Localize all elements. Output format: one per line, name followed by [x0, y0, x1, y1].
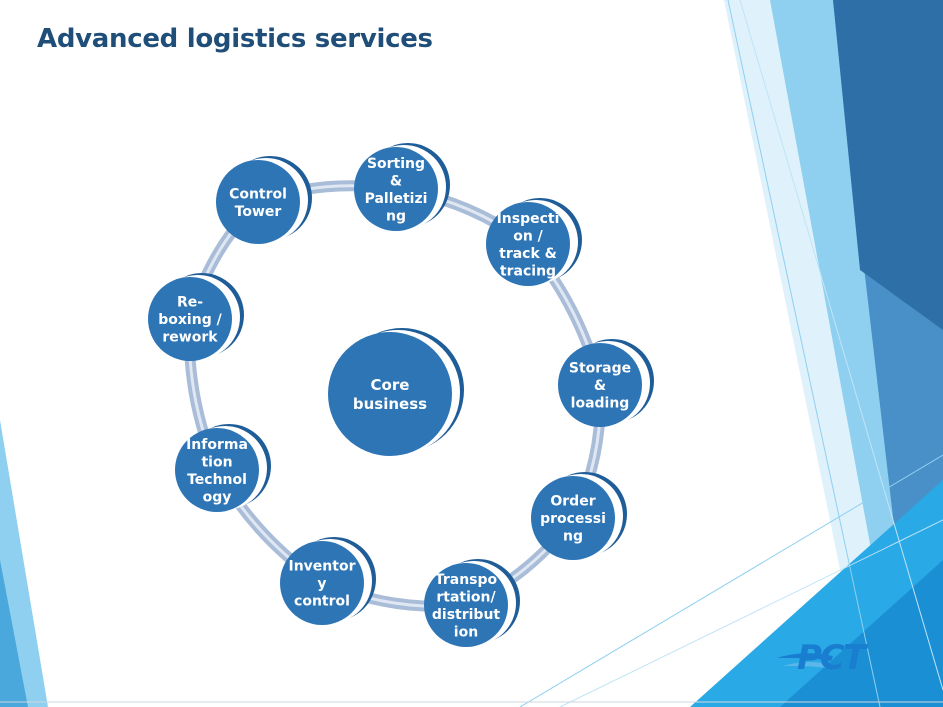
logo-text: PCT: [797, 638, 866, 678]
node-label-line: ion: [454, 624, 478, 640]
node-circle: [328, 332, 452, 456]
node-label-line: Re-: [177, 295, 203, 311]
node-label-line: rework: [162, 330, 218, 346]
node-label-line: Transpo: [435, 572, 498, 588]
node-label-line: Sorting: [367, 156, 425, 172]
node-label-line: &: [594, 378, 606, 394]
node-reboxing-rework: Re-boxing / rework: [148, 273, 244, 361]
node-label-line: ng: [563, 529, 583, 545]
node-label-line: track &: [499, 246, 557, 262]
node-label-line: ng: [386, 208, 406, 224]
node-label-line: Control: [229, 186, 287, 202]
node-label-line: Storage: [569, 361, 631, 377]
node-label-line: Technol: [187, 472, 247, 488]
node-label-line: rtation/: [436, 589, 496, 605]
node-label-line: processi: [540, 511, 606, 527]
node-circle: [354, 147, 438, 231]
node-label-line: &: [390, 173, 402, 189]
node-label-line: distribut: [432, 607, 501, 623]
node-label-line: tracing: [500, 263, 556, 279]
node-label-line: boxing /: [158, 312, 222, 328]
logo-swoosh-icon: [777, 653, 833, 668]
node-label-line: Palletizi: [365, 191, 428, 207]
node-label-line: Informa: [186, 437, 248, 453]
node-circle: [558, 343, 642, 427]
node-label-line: Inventor: [289, 559, 356, 575]
node-label-line: Inspecti: [497, 211, 560, 227]
node-label-line: on /: [513, 228, 543, 244]
node-storage-loading: Storage& loading: [558, 339, 654, 427]
node-label-line: Core: [371, 376, 410, 394]
node-circle: [486, 202, 570, 286]
node-label-line: Tower: [235, 204, 282, 220]
node-label-line: ogy: [203, 489, 232, 505]
slide-title: Advanced logistics services: [37, 24, 433, 54]
node-label-line: business: [353, 395, 427, 413]
node-label-line: control: [294, 594, 350, 610]
node-circle: [424, 563, 508, 647]
node-circle: [175, 428, 259, 512]
node-label-line: loading: [571, 396, 630, 412]
pct-logo: PCT: [775, 638, 900, 682]
node-circle: [280, 541, 364, 625]
node-circle: [148, 277, 232, 361]
node-circle: [531, 476, 615, 560]
node-circle: [216, 160, 300, 244]
node-label-line: tion: [201, 454, 232, 470]
node-label-line: y: [317, 576, 326, 592]
node-label-line: Order: [550, 494, 595, 510]
